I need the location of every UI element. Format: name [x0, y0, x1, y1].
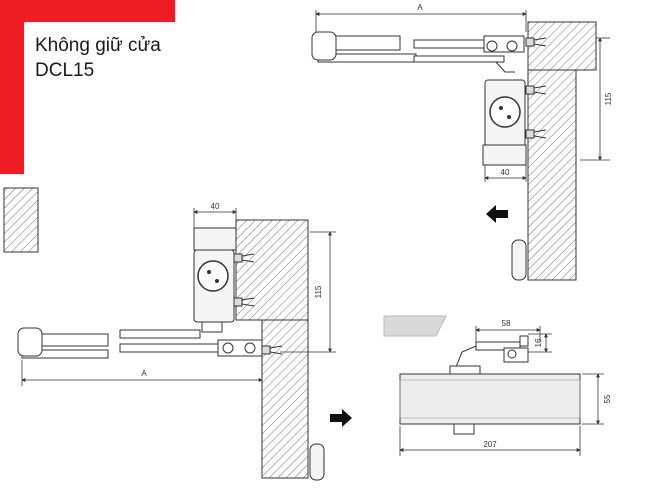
top-view: A 115 40	[311, 3, 613, 281]
accent-bar-top	[0, 0, 175, 22]
left-header-wall	[235, 219, 309, 321]
top-frame-wall	[527, 69, 577, 281]
left-frame-wall	[261, 319, 309, 479]
closer-valve	[453, 423, 475, 435]
dim-body-height: 55	[603, 394, 612, 403]
left-arm	[17, 321, 263, 359]
dim-left-height: 115	[314, 285, 323, 298]
wall-sample	[3, 187, 39, 253]
product-model: DCL15	[35, 60, 95, 81]
top-dimensions	[315, 10, 610, 182]
body-arm	[449, 335, 529, 375]
top-floor-stop	[511, 239, 527, 281]
top-screws	[525, 37, 547, 139]
left-dimensions	[21, 208, 336, 386]
top-header-wall	[527, 21, 597, 71]
dim-left-width: A	[141, 369, 147, 378]
top-pinion	[489, 96, 521, 128]
arrow-left-icon	[486, 205, 508, 223]
grey-sample	[383, 315, 447, 337]
left-bracket	[193, 227, 237, 251]
dim-left-bracket: 40	[211, 202, 220, 211]
closer-body	[399, 373, 581, 425]
dim-body-length: 207	[483, 440, 497, 449]
product-title: Không giữ cửa	[35, 35, 161, 56]
dim-top-height: 115	[604, 92, 613, 105]
body-dimensions	[399, 326, 604, 456]
accent-bar-left	[0, 22, 24, 174]
dim-top-width: A	[417, 3, 423, 12]
dim-arm-height: 16	[534, 338, 543, 347]
accent-bars	[0, 0, 175, 174]
dim-top-bracket: 40	[501, 168, 510, 177]
left-view: 40 115 A	[17, 202, 352, 481]
dim-arm-width: 58	[502, 319, 511, 328]
left-floor-stop	[309, 443, 325, 481]
arrow-right-icon	[330, 409, 352, 427]
left-pinion	[197, 260, 229, 292]
top-arm	[311, 31, 525, 73]
top-bracket	[482, 144, 527, 166]
body-view: 58 16 55 207	[383, 315, 612, 456]
